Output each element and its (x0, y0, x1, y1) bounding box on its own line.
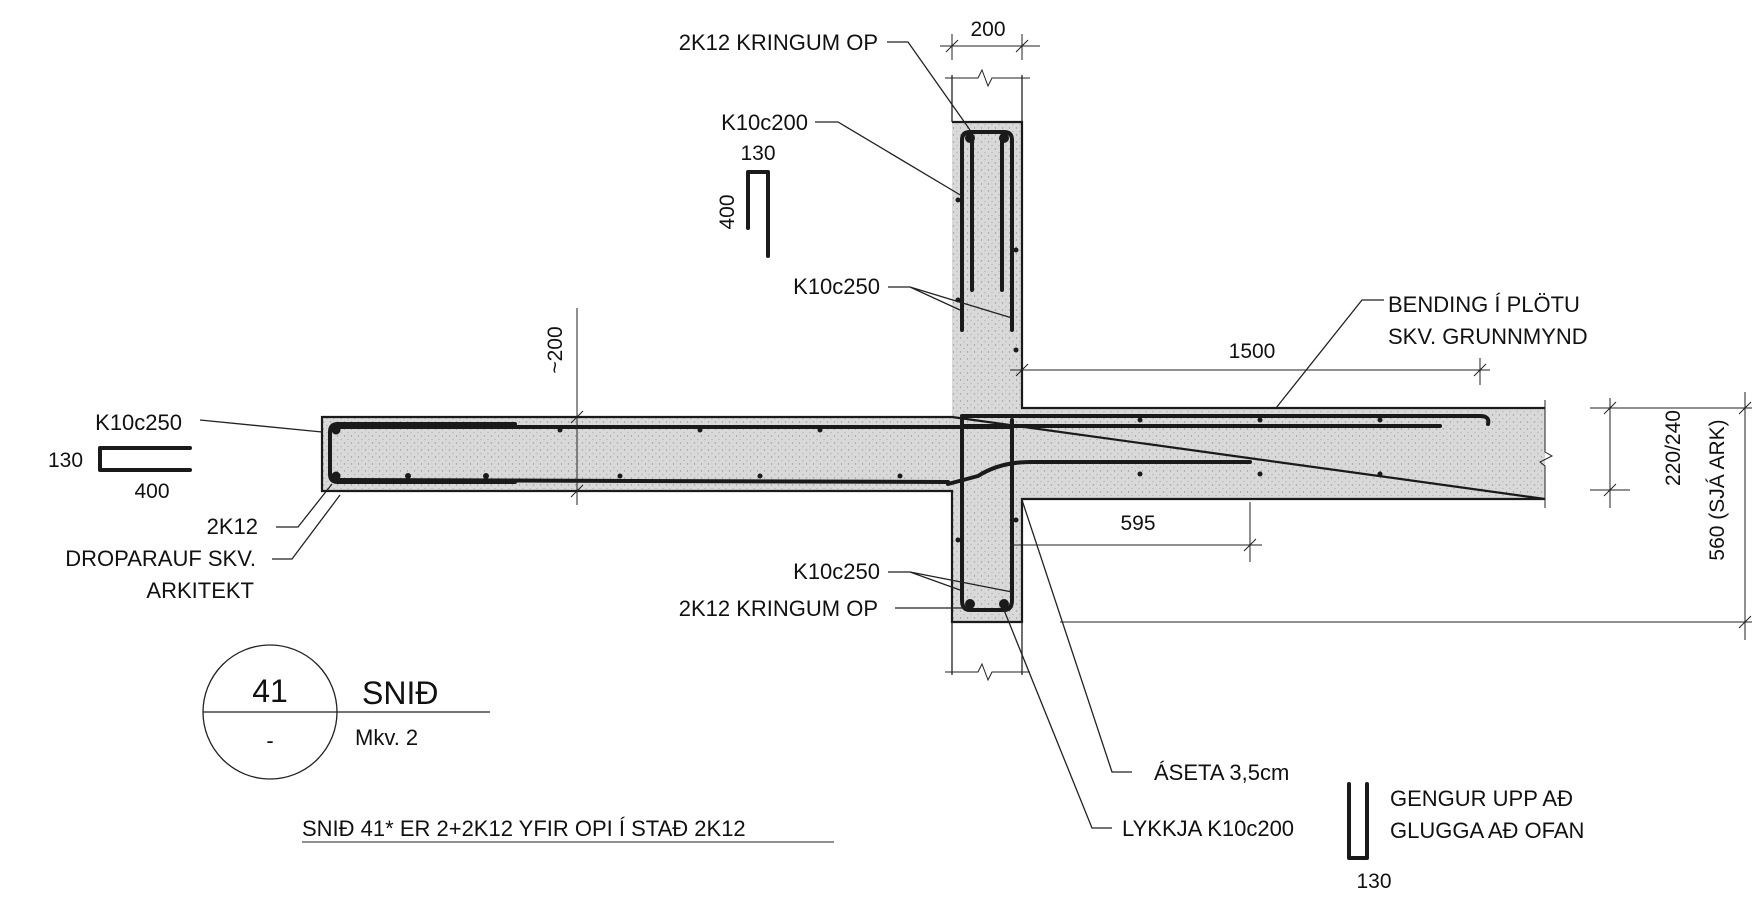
dim-wall-width: 200 (970, 18, 1005, 41)
leader-stirrup-top (815, 121, 963, 197)
leader-cover (1021, 499, 1132, 773)
concrete-section (320, 68, 1554, 682)
leader-drip (272, 494, 341, 560)
dim-stirrup-h: 400 (716, 194, 739, 229)
label-loop: LYKKJA K10c200 (1122, 816, 1294, 841)
stirrup-sketch-top (746, 170, 770, 258)
leader-loop (1003, 609, 1112, 829)
section-scale: Mkv. 2 (355, 725, 418, 750)
section-marker: 41 - SNIÐ Mkv. 2 (202, 644, 490, 780)
label-stirrup-top: K10c200 (721, 110, 808, 135)
label-goes-up-1: GENGUR UPP AÐ (1390, 786, 1573, 811)
section-outline (320, 120, 1546, 624)
dim-anchor-length: 1500 (1229, 340, 1276, 363)
dim-left-w: 130 (48, 449, 83, 472)
label-bending-2: SKV. GRUNNMYND (1388, 324, 1588, 349)
dim-total-height: 560 (SJÁ ARK) (1706, 419, 1729, 560)
leader-k250-left (199, 419, 323, 433)
label-bending-1: BENDING Í PLÖTU (1388, 292, 1580, 317)
reinforcement (328, 130, 1491, 612)
leader-2k12 (276, 483, 333, 528)
wall-continuation-top (951, 75, 1023, 122)
dim-line-anchor-length (1010, 358, 1490, 385)
dim-slab-top: ~200 (544, 326, 567, 373)
break-symbol-right (1539, 400, 1554, 508)
slab-bottom-bar (338, 478, 950, 484)
dim-line-wall-width (940, 34, 1040, 60)
break-symbol-bottom (945, 662, 1030, 682)
section-number: 41 (252, 673, 288, 709)
bent-anchor-bar (946, 460, 1252, 486)
lower-wall-u-bar (960, 418, 1014, 612)
wall-continuation-bottom (951, 622, 1023, 675)
dimension-lines (98, 34, 1752, 860)
section-title: SNIÐ (362, 675, 438, 711)
section-sheet: - (266, 728, 273, 753)
dim-slab-thickness: 220/240 (1662, 410, 1685, 486)
dim-left-len: 400 (134, 480, 169, 503)
rebar-dots (331, 133, 1383, 609)
label-k250-bottom: K10c250 (793, 559, 880, 584)
label-drip-2: ARKITEKT (146, 578, 254, 603)
label-drip-1: DROPARAUF SKV. (65, 546, 256, 571)
dimension-texts: 200 130 400 ~200 1500 130 400 595 220/24… (48, 18, 1729, 893)
loop-sketch (1347, 782, 1369, 860)
leader-lines (199, 41, 1384, 843)
slab-top-bar-left (328, 422, 517, 484)
leader-top-ring (887, 41, 971, 131)
annotation-labels: 2K12 KRINGUM OP K10c200 K10c250 BENDING … (65, 30, 1587, 843)
dim-line-lower-length (1010, 502, 1262, 562)
note-text: SNIÐ 41* ER 2+2K12 YFIR OPI Í STAÐ 2K12 (302, 816, 746, 841)
label-top-ring: 2K12 KRINGUM OP (679, 30, 878, 55)
dim-loop-w: 130 (1356, 870, 1391, 893)
label-bottom-ring: 2K12 KRINGUM OP (679, 596, 878, 621)
dim-stirrup-w: 130 (740, 142, 775, 165)
label-k250-top: K10c250 (793, 274, 880, 299)
stirrup-sketch-left (98, 446, 192, 472)
wall-u-bar (960, 130, 1014, 332)
break-symbol-top (945, 68, 1030, 88)
slab-right (1022, 408, 1545, 499)
dim-line-slab-top (570, 308, 584, 505)
leader-k250-top (888, 286, 1013, 319)
label-2k12: 2K12 (207, 514, 258, 539)
dim-line-slab-thickness (1590, 398, 1630, 508)
slab-top-bar-right (960, 414, 1491, 426)
label-cover: ÁSETA 3,5cm (1154, 760, 1289, 785)
dim-lower-length: 595 (1120, 512, 1155, 535)
label-k250-left: K10c250 (95, 410, 182, 435)
dim-line-total-height (1060, 392, 1752, 640)
leader-bending (1275, 299, 1384, 409)
label-goes-up-2: GLUGGA AÐ OFAN (1390, 818, 1584, 843)
leader-k250-bottom (888, 571, 1013, 593)
